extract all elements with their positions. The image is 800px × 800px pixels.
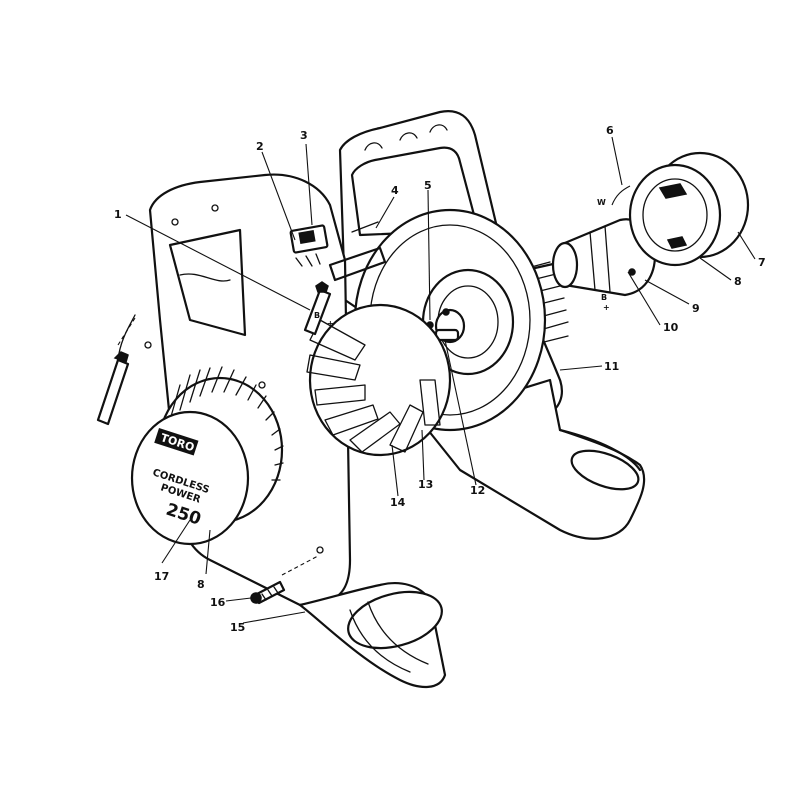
callout-4: 4: [391, 184, 399, 197]
callout-8-right: 8: [734, 275, 742, 288]
mark-w: W: [597, 198, 606, 207]
callout-16: 16: [210, 596, 226, 609]
callout-12: 12: [470, 484, 485, 497]
impeller: [306, 303, 452, 457]
callout-15: 15: [230, 621, 245, 634]
switch-assembly: [289, 221, 387, 282]
callout-9: 9: [692, 302, 700, 315]
callout-17: 17: [154, 570, 169, 583]
callout-1: 1: [114, 208, 122, 221]
callout-7: 7: [758, 256, 766, 269]
callout-10: 10: [663, 321, 679, 334]
callout-2: 2: [256, 140, 264, 153]
connector-plug: [303, 281, 332, 336]
callout-8-left: 8: [197, 578, 205, 591]
mark-b-left: B: [314, 311, 320, 320]
leader-lines: [117, 136, 756, 624]
mark-b-right: B: [601, 293, 607, 302]
callout-13: 13: [418, 478, 433, 491]
callout-6: 6: [606, 124, 614, 137]
callout-14: 14: [390, 496, 406, 509]
mark-plus-left: +: [327, 319, 334, 328]
intake-screen-badge: [130, 366, 284, 546]
seal: [611, 185, 631, 206]
callout-3: 3: [300, 129, 308, 142]
callout-11: 11: [604, 360, 619, 373]
motor-end-cap: [628, 151, 750, 267]
loose-connector: [96, 314, 136, 426]
mark-plus-right: +: [603, 303, 610, 312]
screw: [250, 580, 286, 605]
inlet-tube: [298, 582, 447, 688]
callout-5: 5: [424, 179, 432, 192]
callout-labels: 1 2 3 4 5 6 7 8 8 9 10 11 12 13 14 15 16…: [114, 124, 766, 634]
